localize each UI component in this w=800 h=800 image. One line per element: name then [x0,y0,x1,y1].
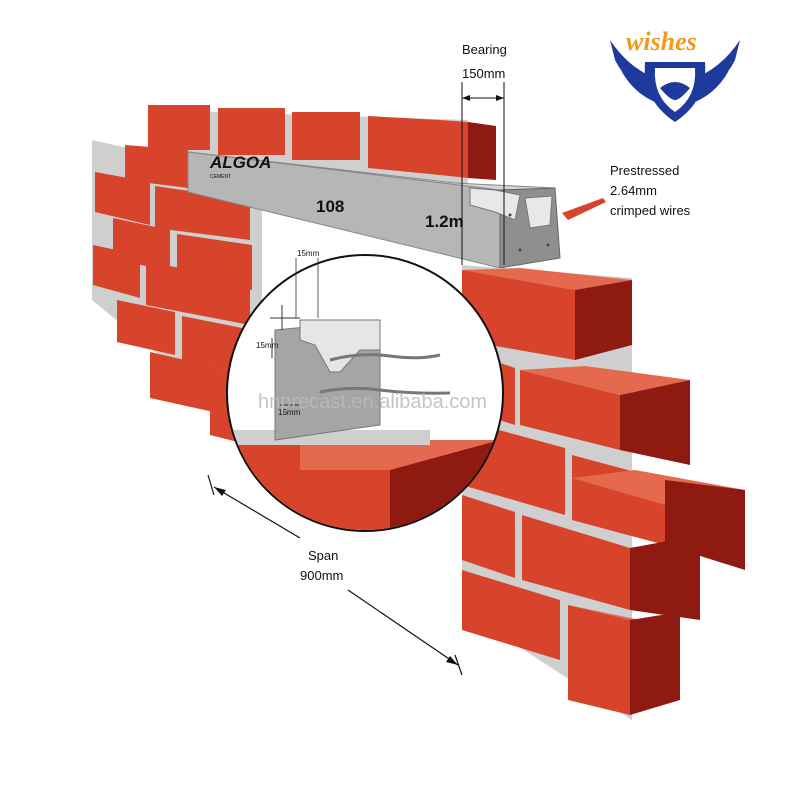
detail-dim-side: 15mm [256,341,279,350]
span-value: 900mm [300,568,343,583]
bearing-annotation: Bearing 150mm [461,42,507,265]
right-brick-wall [462,265,745,720]
bearing-value: 150mm [462,66,505,81]
lintel-beam: ALGOA CEMENT 108 1.2m [187,151,561,269]
left-brick-wall [92,105,496,445]
beam-brand-line2: CEMENT [210,174,231,180]
prestressed-line1: Prestressed [610,163,679,178]
prestressed-line2: 2.64mm [610,183,657,198]
bearing-title: Bearing [462,42,507,57]
detail-dim-bottom: 15mm [278,408,301,417]
logo-text: wishes [626,27,697,56]
watermark-text: hnprecast.en.alibaba.com [258,391,487,413]
handshake-icon [660,82,690,100]
arrow-pointer-icon [562,198,606,220]
beam-brand-line1: ALGOA [209,153,271,172]
beam-number: 108 [316,197,344,216]
span-title: Span [308,548,338,563]
prestressed-annotation: Prestressed 2.64mm crimped wires [562,163,691,220]
wishes-logo: wishes [610,27,740,122]
detail-dim-top: 15mm [297,249,320,258]
span-annotation: Span 900mm [207,474,463,676]
prestressed-line3: crimped wires [610,203,691,218]
beam-length: 1.2m [425,212,464,231]
